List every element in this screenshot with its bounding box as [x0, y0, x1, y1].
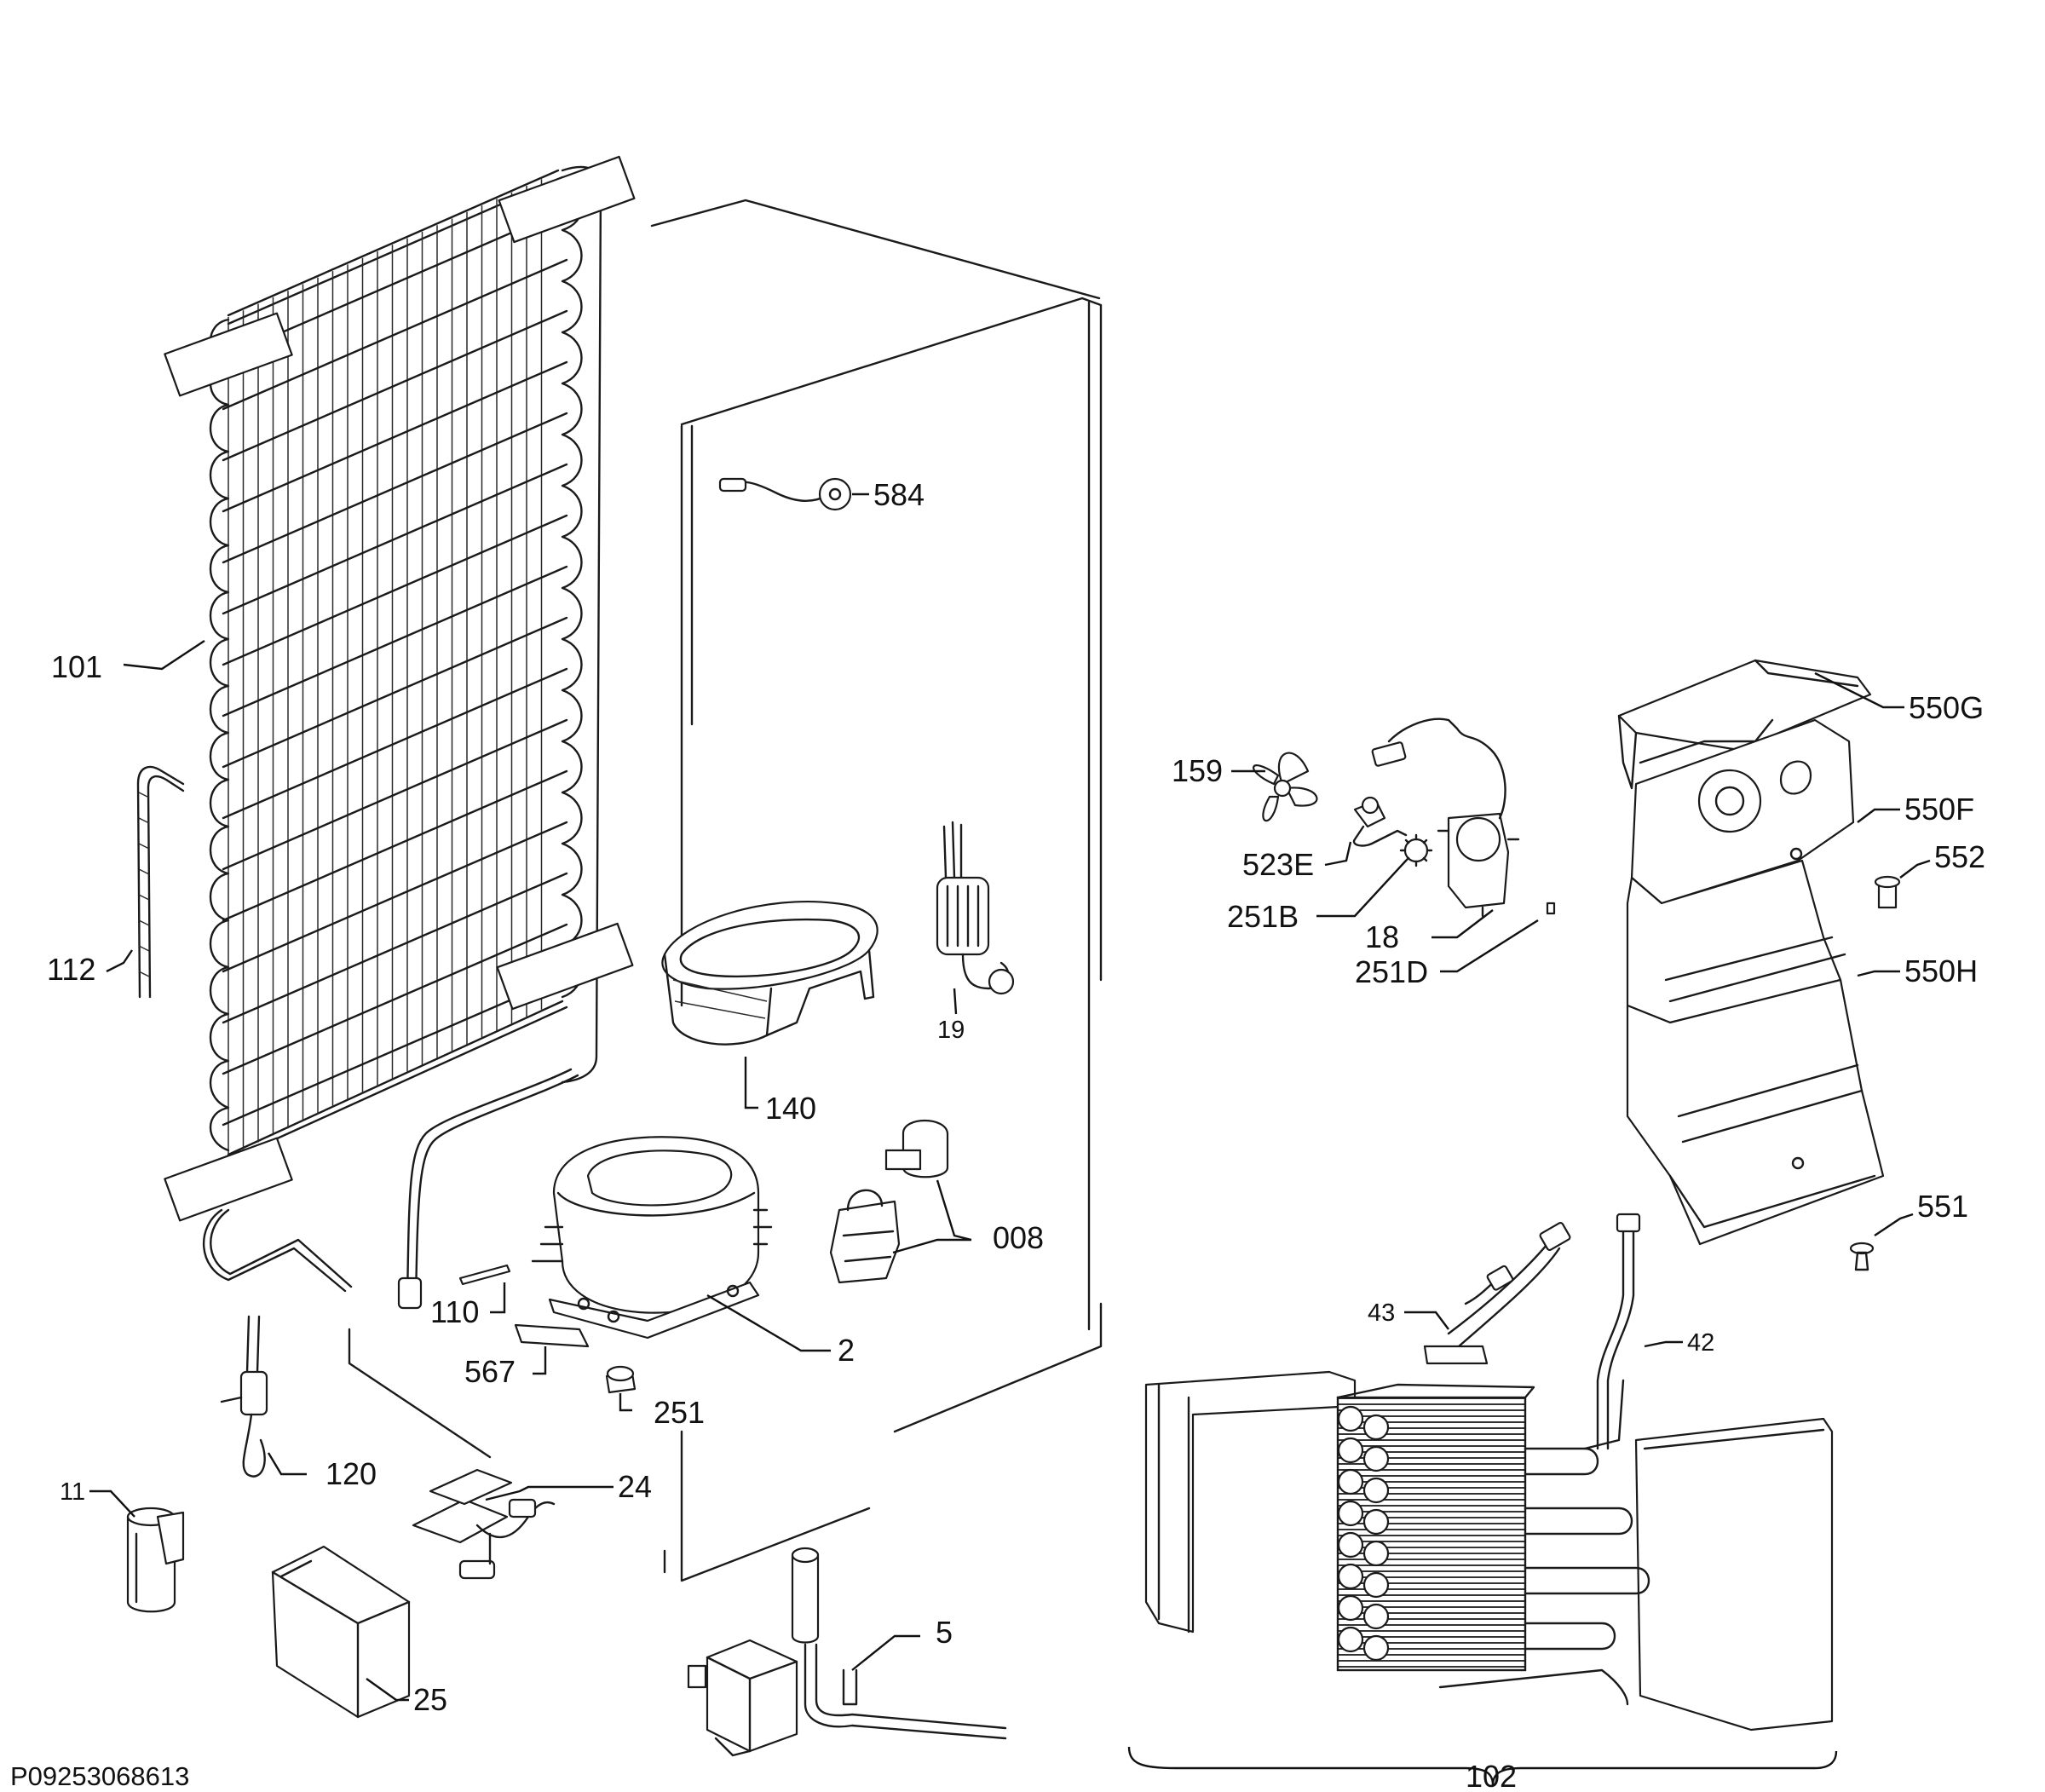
label-120: 120 [325, 1456, 377, 1491]
bracket-102 [1127, 1746, 1838, 1786]
label-25: 25 [413, 1682, 447, 1717]
heater-19-icon [936, 821, 1015, 995]
label-112: 112 [47, 952, 95, 987]
box-25-icon [271, 1545, 411, 1719]
gear-251B-icon [1316, 833, 1433, 918]
harness-42-43-icon [1404, 1213, 1683, 1450]
label-5: 5 [936, 1615, 953, 1650]
panel-550H-icon [1626, 859, 1900, 1246]
label-19: 19 [937, 1017, 965, 1044]
label-251D: 251D [1355, 954, 1428, 989]
label-102: 102 [1466, 1759, 1517, 1792]
label-523E: 523E [1242, 847, 1314, 882]
label-110: 110 [430, 1294, 479, 1329]
label-24: 24 [618, 1469, 652, 1504]
label-008: 008 [993, 1220, 1044, 1255]
label-159: 159 [1172, 753, 1223, 788]
leader-lines [106, 493, 958, 1015]
label-11: 11 [60, 1478, 85, 1506]
label-2: 2 [838, 1333, 855, 1368]
screw-551-icon [1849, 1213, 1914, 1271]
compressor-icon [531, 1136, 831, 1352]
label-18: 18 [1365, 919, 1399, 954]
label-101: 101 [51, 649, 102, 684]
cover-550G-icon [1617, 659, 1904, 790]
fan-blade-icon [1231, 752, 1318, 822]
reference-code: P09253068613 [10, 1761, 189, 1791]
drip-tray-icon [661, 900, 878, 1109]
label-552: 552 [1934, 839, 1985, 874]
label-584: 584 [873, 477, 925, 512]
label-550G: 550G [1909, 690, 1984, 725]
label-551: 551 [1917, 1189, 1968, 1224]
clip-251D-icon [1440, 902, 1556, 973]
label-550H: 550H [1904, 954, 1978, 988]
cabinet-outline-icon [650, 199, 1103, 1582]
screw-552-icon [1874, 859, 1931, 909]
nut-251-icon [605, 1365, 637, 1412]
label-42: 42 [1687, 1329, 1714, 1357]
wiring-harness-24-icon [348, 1328, 614, 1580]
sensor-584-icon [718, 477, 852, 511]
valve-5-icon [687, 1547, 1007, 1757]
label-140: 140 [765, 1091, 816, 1126]
capacitor-11-icon [89, 1489, 185, 1613]
evaporator-coil-icon [1144, 1370, 1834, 1731]
label-43: 43 [1368, 1299, 1395, 1327]
cover-550F-icon [1630, 718, 1900, 919]
label-251: 251 [654, 1395, 705, 1430]
fan-motor-18-icon [1371, 717, 1520, 939]
label-550F: 550F [1904, 792, 1974, 827]
drier-tube-icon [136, 765, 185, 999]
plate-567-icon [514, 1323, 590, 1375]
label-251B: 251B [1227, 899, 1299, 934]
label-567: 567 [464, 1354, 516, 1389]
bracket-523E-icon [1324, 796, 1408, 867]
thermal-fuse-120-icon [220, 1315, 307, 1478]
strip-110-icon [458, 1264, 511, 1314]
condenser-grid-icon [164, 155, 636, 1310]
part-labels: 101 112 584 19 140 008 2 110 567 251 120… [10, 477, 1985, 1792]
relay-008-icon [829, 1119, 972, 1284]
